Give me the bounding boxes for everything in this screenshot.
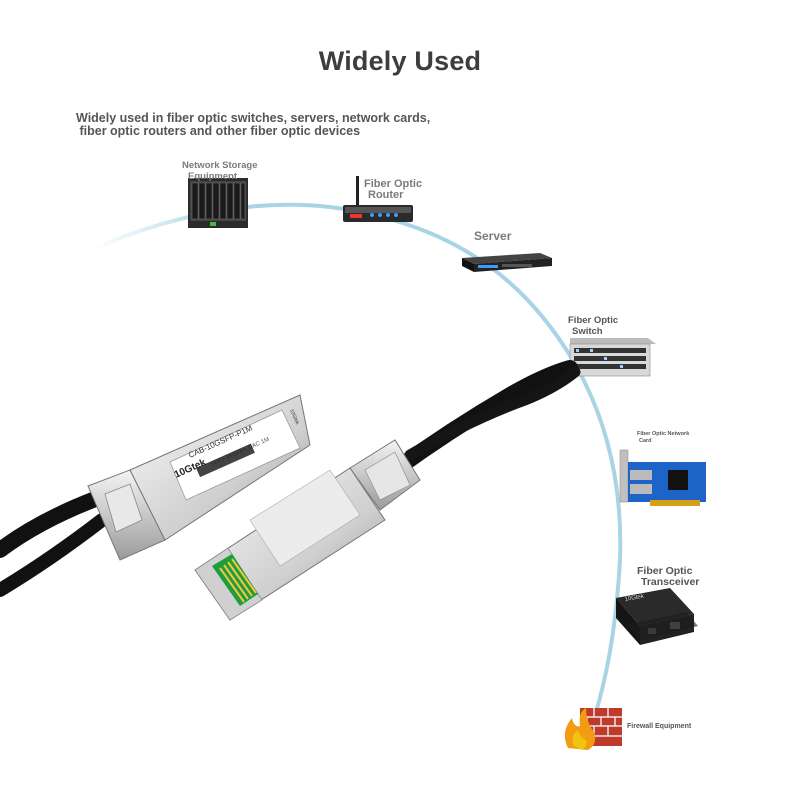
- label-router: Fiber Optic Router: [364, 178, 423, 201]
- label-server: Server: [474, 229, 512, 243]
- subtitle-line-1: Widely used in fiber optic switches, ser…: [76, 111, 431, 125]
- server-icon: [462, 253, 552, 272]
- label-network-card: Fiber Optic Network Card: [637, 431, 690, 444]
- media-converter-icon: 10Gtek: [616, 588, 698, 645]
- network-storage-icon: [188, 178, 248, 228]
- router-icon: [343, 176, 413, 222]
- sfp-module-right: [194, 439, 421, 621]
- switch-icon: [569, 338, 656, 377]
- connection-arc: [93, 202, 623, 717]
- sfp-module-left: CAB-10GSFP-P1M 10Gtek SFP+ to SFP+ DAC 1…: [87, 394, 311, 561]
- label-network-storage: Network Storage Equipment: [182, 160, 258, 182]
- subtitle-line-2: fiber optic routers and other fiber opti…: [76, 124, 361, 138]
- label-firewall: Firewall Equipment: [627, 723, 692, 730]
- firewall-icon: [564, 708, 622, 750]
- network-card-icon: [619, 449, 706, 506]
- transceiver-brand: 10Gtek: [624, 594, 645, 603]
- label-transceiver: Fiber Optic Transceiver: [637, 565, 700, 588]
- label-switch: Fiber Optic Switch: [568, 315, 619, 337]
- dac-cable: [0, 360, 581, 597]
- page-title: Widely Used: [318, 46, 482, 76]
- page-subtitle: Widely used in fiber optic switches, ser…: [76, 112, 636, 138]
